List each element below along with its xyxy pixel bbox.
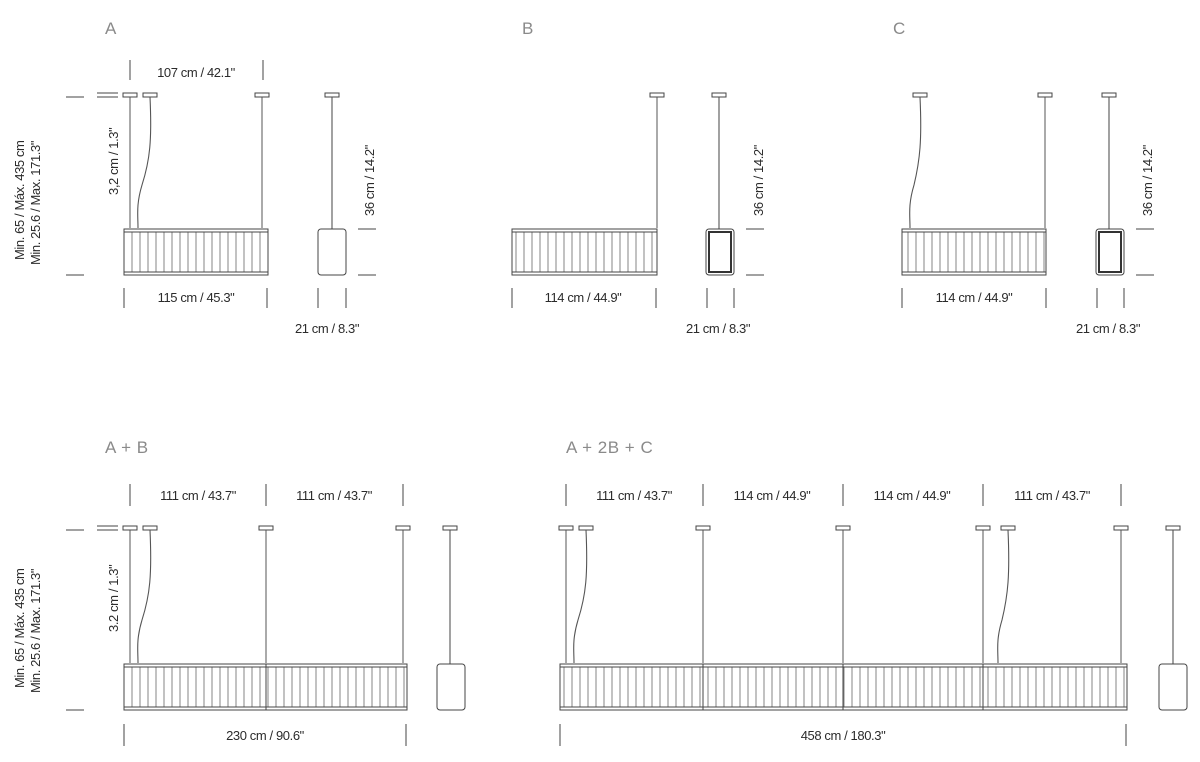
canopy [835, 525, 851, 531]
lamp-body [901, 228, 1047, 276]
view-ab-top-width-2: 111 cm / 43.7" [296, 488, 373, 503]
lamp-side-body [436, 663, 466, 711]
view-a-suspension-min: Min. 65 / Máx. 435 cm [12, 141, 27, 260]
view-c-height: 36 cm / 14.2" [1140, 144, 1155, 216]
view-ab-bottom-width: 230 cm / 90.6" [226, 728, 305, 743]
canopy [711, 92, 727, 98]
view-a-bottom-width: 115 cm / 45.3" [158, 290, 236, 305]
view-a-title: A [105, 19, 117, 38]
lamp-side-body [317, 228, 347, 276]
canopy [122, 92, 138, 98]
canopy [258, 525, 274, 531]
power-cord [137, 529, 152, 664]
view-ab-suspension-max: Min. 25.6 / Max. 171.3" [28, 568, 43, 693]
view-ab-title: A + B [105, 438, 149, 457]
view-a-top-width: 107 cm / 42.1" [157, 65, 236, 80]
lamp-slats [903, 232, 1045, 272]
view-a-height: 36 cm / 14.2" [362, 144, 377, 216]
power-cord [909, 96, 922, 229]
lamp-side-body [705, 228, 735, 276]
lamp-body [511, 228, 658, 276]
canopy [142, 525, 158, 531]
canopy [1101, 92, 1117, 98]
view-b-title: B [522, 19, 534, 38]
canopy [1165, 525, 1181, 531]
view-a2bc-top-width-1: 111 cm / 43.7" [596, 488, 673, 503]
lamp-side-frame [708, 231, 732, 273]
canopy [254, 92, 270, 98]
view-c-title: C [893, 19, 906, 38]
canopy [395, 525, 411, 531]
view-a2bc-bottom-width: 458 cm / 180.3" [801, 728, 886, 743]
view-a-canopy-height: 3,2 cm / 1.3" [106, 127, 121, 195]
canopy [975, 525, 991, 531]
view-a2bc-top-width-3: 114 cm / 44.9" [874, 488, 952, 503]
view-a2bc-title: A + 2B + C [566, 438, 653, 457]
view-b: B 114 cm / 44.9" 21 cm / 8.3" 36 cm / 14… [511, 19, 766, 336]
view-b-depth: 21 cm / 8.3" [686, 321, 751, 336]
view-ab-top-width-1: 111 cm / 43.7" [160, 488, 237, 503]
lamp-body [123, 228, 269, 276]
canopy [324, 92, 340, 98]
canopy [442, 525, 458, 531]
view-c-bottom-width: 114 cm / 44.9" [936, 290, 1014, 305]
lamp-side-body [1095, 228, 1125, 276]
lamp-slats [513, 232, 656, 272]
view-c-depth: 21 cm / 8.3" [1076, 321, 1141, 336]
view-a-suspension-max: Min. 25.6 / Max. 171.3" [28, 140, 43, 265]
lamp-side-body [1158, 663, 1188, 711]
canopy [1037, 92, 1053, 98]
view-a-plus-2b-plus-c: A + 2B + C 111 cm / 43.7" 114 cm / 44.9"… [558, 438, 1188, 746]
canopy [1000, 525, 1016, 531]
canopy [122, 525, 138, 531]
canopy [1113, 525, 1129, 531]
canopy [695, 525, 711, 531]
view-c: C 114 cm / 44.9" 21 cm / 8.3" 36 cm / 14… [893, 19, 1155, 336]
view-a2bc-top-width-4: 111 cm / 43.7" [1014, 488, 1091, 503]
power-cord [573, 529, 588, 664]
view-a-plus-b: A + B 111 cm / 43.7" 111 cm / 43.7" Min.… [12, 438, 466, 746]
view-a-depth: 21 cm / 8.3" [295, 321, 360, 336]
view-ab-canopy-height: 3.2 cm / 1.3" [106, 564, 121, 632]
canopy [649, 92, 665, 98]
canopy [142, 92, 158, 98]
lamp-side-frame [1098, 231, 1122, 273]
view-b-height: 36 cm / 14.2" [751, 144, 766, 216]
canopy [558, 525, 574, 531]
view-a2bc-top-width-2: 114 cm / 44.9" [734, 488, 812, 503]
canopy [578, 525, 594, 531]
view-b-bottom-width: 114 cm / 44.9" [545, 290, 623, 305]
canopy [912, 92, 928, 98]
view-a: A 107 cm / 42.1" Min. 65 / Máx. 435 cm M… [12, 19, 377, 336]
power-cord [137, 96, 152, 229]
lamp-slats [125, 232, 267, 272]
power-cord [997, 529, 1010, 664]
view-ab-suspension-min: Min. 65 / Máx. 435 cm [12, 569, 27, 688]
